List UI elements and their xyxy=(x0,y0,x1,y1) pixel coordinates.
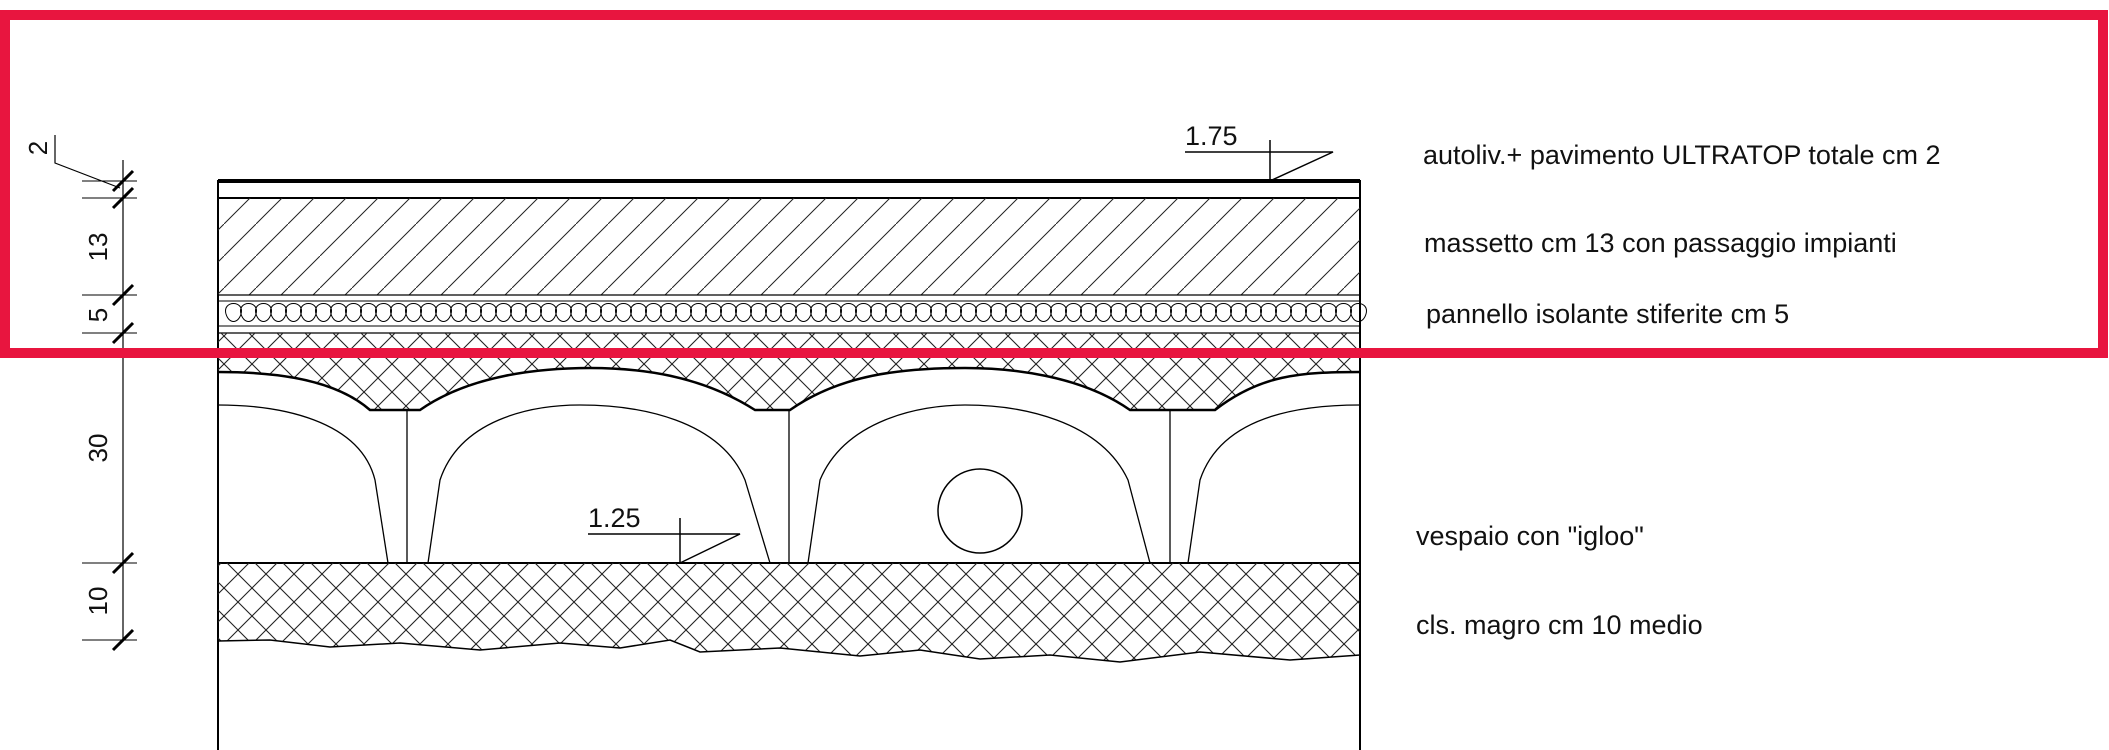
layer-label-igloo: vespaio con "igloo" xyxy=(1416,521,1644,551)
screed-layer xyxy=(218,198,1360,296)
layer-label-finish: autoliv.+ pavimento ULTRATOP totale cm 2 xyxy=(1423,140,1940,170)
igloo-top-fill xyxy=(218,333,1360,410)
layer-labels: autoliv.+ pavimento ULTRATOP totale cm 2… xyxy=(1416,140,1940,640)
dimension-2: 2 xyxy=(23,141,53,155)
layer-label-concrete: cls. magro cm 10 medio xyxy=(1416,610,1703,640)
dimension-10: 10 xyxy=(83,587,113,616)
elevation-top-label: 1.75 xyxy=(1185,121,1238,151)
floor-finish-layer xyxy=(218,179,1360,199)
dimension-13: 13 xyxy=(83,233,113,262)
igloo-formers xyxy=(217,366,1361,564)
elevation-marker-top: 1.75 xyxy=(1185,121,1334,182)
dimension-5: 5 xyxy=(83,308,113,322)
layer-label-insulation: pannello isolante stiferite cm 5 xyxy=(1426,299,1789,329)
pipe-circle xyxy=(937,468,1023,554)
highlight-frame xyxy=(0,10,2108,358)
lean-concrete-layer xyxy=(217,562,1361,663)
insulation-layer xyxy=(218,300,1367,334)
dimension-chain xyxy=(54,135,137,652)
dimension-30: 30 xyxy=(83,434,113,463)
layer-label-screed: massetto cm 13 con passaggio impianti xyxy=(1424,228,1897,258)
elevation-bottom-label: 1.25 xyxy=(588,503,641,533)
elevation-marker-bottom: 1.25 xyxy=(588,503,741,564)
